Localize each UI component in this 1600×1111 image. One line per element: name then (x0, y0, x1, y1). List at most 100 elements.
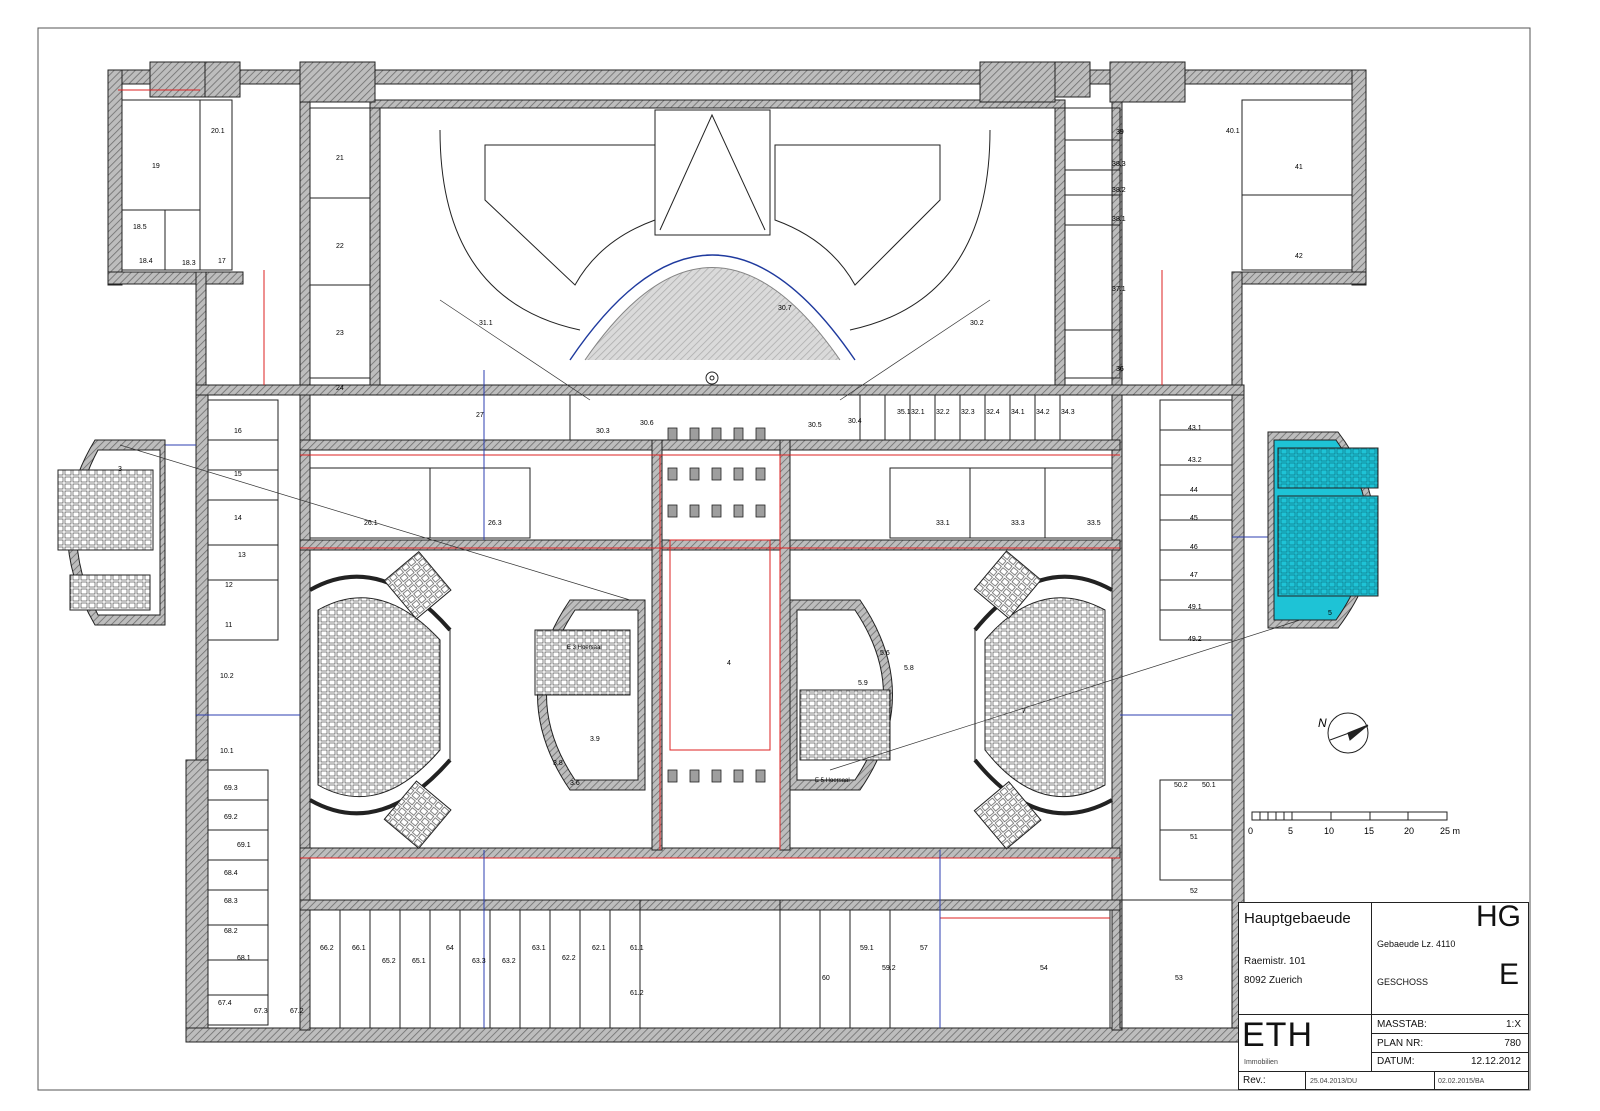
auditorium-fan-east (973, 550, 1113, 850)
room-label: 44 (1190, 487, 1198, 494)
room-label: 65.2 (382, 958, 396, 965)
room-label: 30.5 (808, 422, 822, 429)
room-label: 36 (1116, 366, 1124, 373)
outer-walls (107, 61, 1367, 1043)
room-label: 51 (1190, 834, 1198, 841)
room-label: 32.4 (986, 409, 1000, 416)
room-label: 27 (476, 412, 484, 419)
room-label: 31.1 (479, 320, 493, 327)
room-label: 11 (225, 622, 233, 629)
hall-columns (667, 427, 766, 783)
room-label: 66.2 (320, 945, 334, 952)
room-label: 34.3 (1061, 409, 1075, 416)
room-label: 17 (218, 258, 226, 265)
city-address: 8092 Zuerich (1244, 975, 1303, 986)
room-label: 68.1 (237, 955, 251, 962)
room-label: 63.2 (502, 958, 516, 965)
scale-tick-label: 15 (1364, 826, 1375, 836)
room-label: 62.1 (592, 945, 606, 952)
room-label: 41 (1295, 164, 1303, 171)
title-block-rev-cell (1238, 1071, 1529, 1090)
sheet-border (37, 27, 1531, 1091)
plan-label: PLAN NR: (1377, 1038, 1424, 1049)
room-label: 69.3 (224, 785, 238, 792)
room-label: 37.1 (1112, 286, 1126, 293)
room-label: 54 (1040, 965, 1048, 972)
room-label: 46 (1190, 544, 1198, 551)
room-label: 52 (1190, 888, 1198, 895)
room-label: 19 (152, 163, 160, 170)
room-label: 30.7 (778, 305, 792, 312)
room-label: 43.1 (1188, 425, 1202, 432)
room-label: 33.3 (1011, 520, 1025, 527)
room-label: 42 (1295, 253, 1303, 260)
room-label: 18.3 (182, 260, 196, 267)
room-label: 34.2 (1036, 409, 1050, 416)
floor-label: GESCHOSS (1377, 977, 1429, 987)
room-label: 5.6 (880, 650, 890, 657)
room-label: 21 (336, 155, 344, 162)
room-label: 50.1 (1202, 782, 1216, 789)
scale-label: MASSTAB: (1377, 1019, 1427, 1030)
room-label: 20.1 (211, 128, 225, 135)
rev-divider (1434, 1071, 1435, 1090)
rev-divider (1305, 1071, 1306, 1090)
building-code: HG (1476, 900, 1521, 933)
rev-entry: 25.04.2013/DU (1310, 1078, 1358, 1085)
room-label: 3.6 (570, 780, 580, 787)
room-label: 13 (238, 552, 246, 559)
date-value: 12.12.2012 (1470, 1056, 1521, 1067)
floor-value: E (1498, 958, 1519, 991)
room-label: 50.2 (1174, 782, 1188, 789)
room-label: 61.1 (630, 945, 644, 952)
room-label: 33.5 (1087, 520, 1101, 527)
room-label: E 5 Hoersaal (815, 778, 850, 784)
scale-bar (1251, 811, 1448, 821)
north-label: N (1318, 716, 1327, 730)
north-arrow (1327, 712, 1369, 754)
room-label: 30.2 (970, 320, 984, 327)
room-label: 59.2 (882, 965, 896, 972)
room-label: 5.8 (904, 665, 914, 672)
room-label: 68.3 (224, 898, 238, 905)
date-label: DATUM: (1377, 1056, 1415, 1067)
room-label: 39 (1116, 129, 1124, 136)
meta-row-line (1371, 1033, 1529, 1034)
room-label: 5.9 (858, 680, 868, 687)
room-label: 30.3 (596, 428, 610, 435)
room-label: E 3 Hoersaal (567, 645, 602, 651)
room-label: 16 (234, 428, 242, 435)
room-label: 7 (1022, 708, 1026, 715)
room-label: 26.3 (488, 520, 502, 527)
rev-label: Rev.: (1243, 1075, 1266, 1086)
building-number: Gebaeude Lz. 4110 (1377, 939, 1456, 949)
partitions (121, 99, 1353, 1029)
room-label: 30.6 (640, 420, 654, 427)
room-label: 38.3 (1112, 161, 1126, 168)
room-label: 53 (1175, 975, 1183, 982)
room-label: 18.4 (139, 258, 153, 265)
scale-tick-label: 0 (1248, 826, 1254, 836)
room-label: 5 (1328, 610, 1332, 617)
room-label: 68.2 (224, 928, 238, 935)
room-label: 49.2 (1188, 636, 1202, 643)
meta-row-line (1371, 1052, 1529, 1053)
room-label: 60 (822, 975, 830, 982)
scale-tick-label: 10 (1324, 826, 1335, 836)
room-label: 66.1 (352, 945, 366, 952)
room-label: 3 (118, 466, 122, 473)
scale-tick-label: 5 (1288, 826, 1294, 836)
oval-halls (534, 599, 893, 791)
room-label: 18.5 (133, 224, 147, 231)
room-label: 67.3 (254, 1008, 268, 1015)
scale-tick-label: 25 m (1440, 826, 1461, 836)
room-label: 38.2 (1112, 187, 1126, 194)
room-label: 10.1 (220, 748, 234, 755)
rev-entry: 02.02.2015/BA (1438, 1078, 1485, 1085)
section-lines (119, 299, 1301, 771)
room-label: 63.3 (472, 958, 486, 965)
org-sub: Immobilien (1244, 1059, 1278, 1066)
room-label: 69.2 (224, 814, 238, 821)
room-label: 49.1 (1188, 604, 1202, 611)
